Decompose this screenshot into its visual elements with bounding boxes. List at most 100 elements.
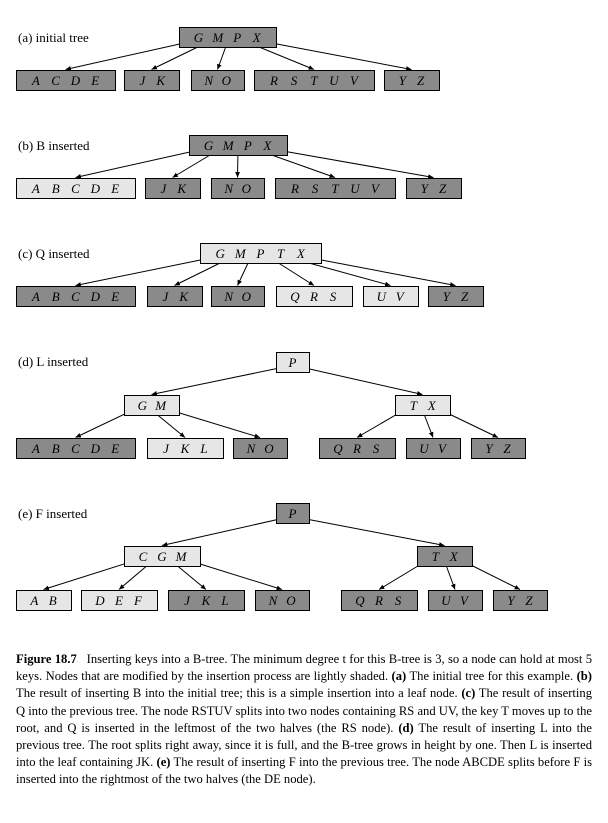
- node-box: [395, 395, 451, 416]
- node-key: Y: [399, 73, 408, 88]
- node-key: U: [419, 441, 430, 456]
- caption-c-label: (c): [461, 686, 476, 701]
- node-box: [275, 178, 396, 199]
- node-key: J: [163, 441, 170, 456]
- node-key: U: [377, 289, 388, 304]
- node-key: S: [312, 181, 319, 196]
- node-key: G: [138, 398, 148, 413]
- node-key: Y: [485, 441, 494, 456]
- node-box: [341, 590, 418, 611]
- node-key: A: [29, 593, 38, 608]
- node-key: C: [71, 181, 80, 196]
- node-key: T: [410, 398, 418, 413]
- node-key: X: [252, 30, 262, 45]
- node-box: [145, 178, 201, 199]
- node-key: O: [222, 73, 232, 88]
- panel-label: (b) B inserted: [18, 138, 90, 153]
- node-key: O: [286, 593, 296, 608]
- node-box: [191, 70, 245, 91]
- node-key: E: [110, 181, 119, 196]
- node-key: V: [371, 181, 381, 196]
- node-key: G: [215, 246, 225, 261]
- node-key: K: [201, 593, 212, 608]
- node-key: S: [291, 73, 298, 88]
- child-pointer-arrow: [65, 41, 189, 71]
- node-box: [417, 546, 473, 567]
- child-pointer-arrow: [310, 257, 456, 287]
- child-pointer-arrow: [75, 409, 134, 438]
- node-key: E: [114, 593, 123, 608]
- node-key: X: [449, 549, 459, 564]
- node-key: M: [234, 246, 247, 261]
- caption-c-text: The result of inserting Q into the previ…: [16, 686, 593, 735]
- child-pointer-arrow: [151, 366, 285, 396]
- node-key: X: [296, 246, 306, 261]
- node-key: B: [52, 181, 60, 196]
- node-key: P: [288, 355, 297, 370]
- node-box: [189, 135, 288, 156]
- node-key: Q: [333, 441, 343, 456]
- child-pointer-arrow: [190, 560, 283, 591]
- node-key: A: [31, 181, 40, 196]
- node-box: [233, 438, 288, 459]
- caption-e-text: The result of inserting F into the previ…: [16, 755, 593, 787]
- node-key: O: [264, 441, 274, 456]
- node-key: P: [288, 506, 297, 521]
- node-key: N: [223, 181, 234, 196]
- caption-d-label: (d): [398, 720, 414, 735]
- node-key: M: [154, 398, 167, 413]
- caption-b-text: The result of inserting B into the initi…: [16, 686, 458, 701]
- node-box: [124, 546, 201, 567]
- node-box: [168, 590, 245, 611]
- node-box: [276, 503, 310, 524]
- panel-label: (d) L inserted: [18, 354, 89, 369]
- node-box: [319, 438, 396, 459]
- node-key: T: [331, 181, 339, 196]
- child-pointer-arrow: [169, 409, 261, 439]
- node-box: [124, 395, 180, 416]
- node-key: S: [330, 289, 337, 304]
- node-box: [406, 178, 462, 199]
- node-key: Z: [417, 73, 425, 88]
- node-key: R: [309, 289, 318, 304]
- node-key: K: [178, 289, 189, 304]
- node-key: J: [162, 289, 169, 304]
- node-key: J: [184, 593, 191, 608]
- node-key: N: [203, 73, 214, 88]
- node-box: [254, 70, 375, 91]
- node-box: [276, 286, 353, 307]
- node-key: P: [232, 30, 241, 45]
- node-key: O: [242, 181, 252, 196]
- node-key: K: [176, 181, 187, 196]
- node-key: B: [49, 593, 57, 608]
- node-key: V: [350, 73, 360, 88]
- node-box: [179, 27, 277, 48]
- node-key: J: [160, 181, 167, 196]
- node-key: A: [31, 289, 40, 304]
- node-key: F: [133, 593, 143, 608]
- node-key: L: [220, 593, 228, 608]
- node-key: D: [90, 441, 101, 456]
- node-box: [16, 286, 136, 307]
- node-key: S: [373, 441, 380, 456]
